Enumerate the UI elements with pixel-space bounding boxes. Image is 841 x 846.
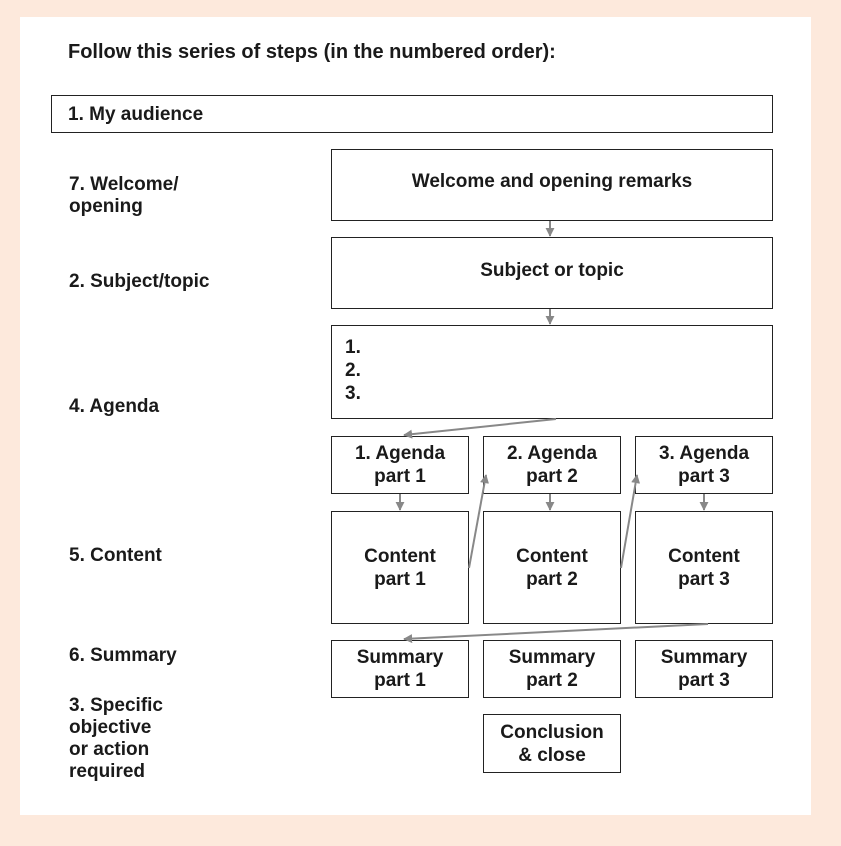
- agenda-item-3: 3.: [345, 383, 361, 404]
- label-content: 5. Content: [69, 545, 162, 566]
- label-objective: 3. Specific objective or action required: [69, 695, 163, 782]
- summary-part-2: Summary part 2: [483, 640, 621, 698]
- agenda-part-1: 1. Agenda part 1: [331, 436, 469, 494]
- welcome-box: Welcome and opening remarks: [331, 149, 773, 221]
- agenda-box: 1. 2. 3.: [331, 325, 773, 419]
- label-agenda: 4. Agenda: [69, 396, 160, 417]
- agenda-part-2: 2. Agenda part 2: [483, 436, 621, 494]
- label-subject: 2. Subject/topic: [69, 271, 210, 292]
- diagram-heading: Follow this series of steps (in the numb…: [68, 41, 556, 63]
- agenda-item-1: 1.: [345, 337, 361, 358]
- content-part-3: Content part 3: [635, 511, 773, 624]
- audience-box: 1. My audience: [51, 95, 773, 133]
- label-summary: 6. Summary: [69, 645, 177, 666]
- content-part-1: Content part 1: [331, 511, 469, 624]
- subject-box: Subject or topic: [331, 237, 773, 309]
- conclusion-box: Conclusion & close: [483, 714, 621, 773]
- summary-part-3: Summary part 3: [635, 640, 773, 698]
- label-welcome: 7. Welcome/ opening: [69, 174, 179, 217]
- agenda-part-3: 3. Agenda part 3: [635, 436, 773, 494]
- summary-part-1: Summary part 1: [331, 640, 469, 698]
- agenda-item-2: 2.: [345, 360, 361, 381]
- content-part-2: Content part 2: [483, 511, 621, 624]
